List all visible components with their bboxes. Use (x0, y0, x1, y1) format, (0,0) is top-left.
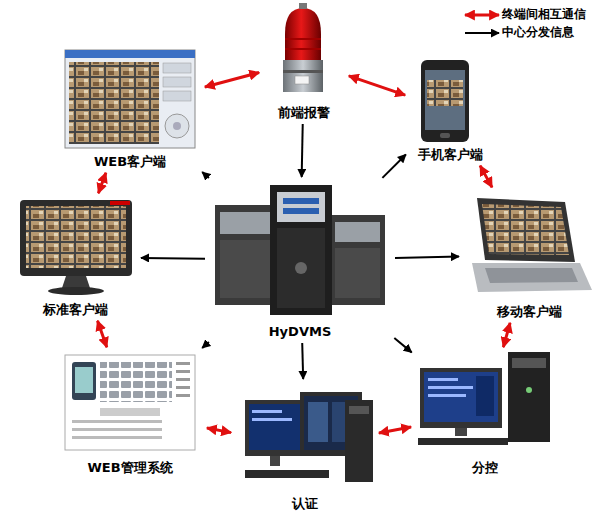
distribution-arrow (302, 124, 303, 177)
laptop-icon (472, 198, 592, 292)
node-label: 移动客户端 (497, 304, 562, 320)
device-node: WEB管理系统 (56, 350, 204, 476)
node-label: 认证 (292, 496, 318, 512)
legend-sample (462, 8, 502, 22)
device-node: 移动客户端 (462, 190, 596, 320)
distribution-arrow (202, 172, 209, 178)
node-label: HyDVMS (269, 324, 332, 340)
node-label: 分控 (472, 460, 498, 476)
device-node: 手机客户端 (408, 58, 492, 163)
node-label: 手机客户端 (418, 147, 483, 163)
server-icon (215, 185, 385, 315)
device-node: WEB客户端 (58, 44, 202, 170)
distribution-arrow (202, 342, 209, 348)
device-node: 分控 (414, 350, 556, 476)
device-node: 前端报警 (262, 0, 346, 121)
legend-entry: 终端间相互通信 (462, 6, 586, 23)
communication-arrow (349, 76, 405, 95)
distribution-arrow (141, 257, 205, 260)
phone-icon (421, 60, 469, 142)
workstation-icon (418, 352, 550, 445)
web-client-window (65, 50, 195, 148)
workstation-icon (245, 392, 373, 482)
communication-arrow (205, 72, 259, 86)
legend-sample (462, 26, 502, 40)
legend-text: 中心分发信息 (502, 24, 574, 41)
alarm-light-icon (283, 3, 323, 92)
device-node: 认证 (234, 382, 376, 512)
communication-arrow (379, 427, 411, 433)
communication-arrow (98, 321, 107, 347)
device-node: HyDVMS (208, 180, 392, 340)
node-label: WEB客户端 (94, 154, 166, 170)
communication-arrow (207, 428, 231, 433)
node-label: 标准客户端 (43, 302, 108, 318)
distribution-arrow (395, 257, 459, 258)
communication-arrow (480, 166, 492, 188)
communication-arrow (98, 173, 105, 193)
distribution-arrow (382, 154, 405, 177)
distribution-arrow (301, 343, 304, 379)
node-label: 前端报警 (278, 105, 330, 121)
legend-entry: 中心分发信息 (462, 24, 574, 41)
legend-line (465, 13, 499, 16)
distribution-arrow (394, 338, 411, 352)
web-admin-window (65, 355, 195, 450)
device-node: 标准客户端 (12, 196, 138, 318)
monitor-icon (20, 200, 132, 295)
legend-line (465, 32, 499, 34)
legend-text: 终端间相互通信 (502, 6, 586, 23)
node-label: WEB管理系统 (87, 460, 172, 476)
communication-arrow (503, 323, 510, 347)
